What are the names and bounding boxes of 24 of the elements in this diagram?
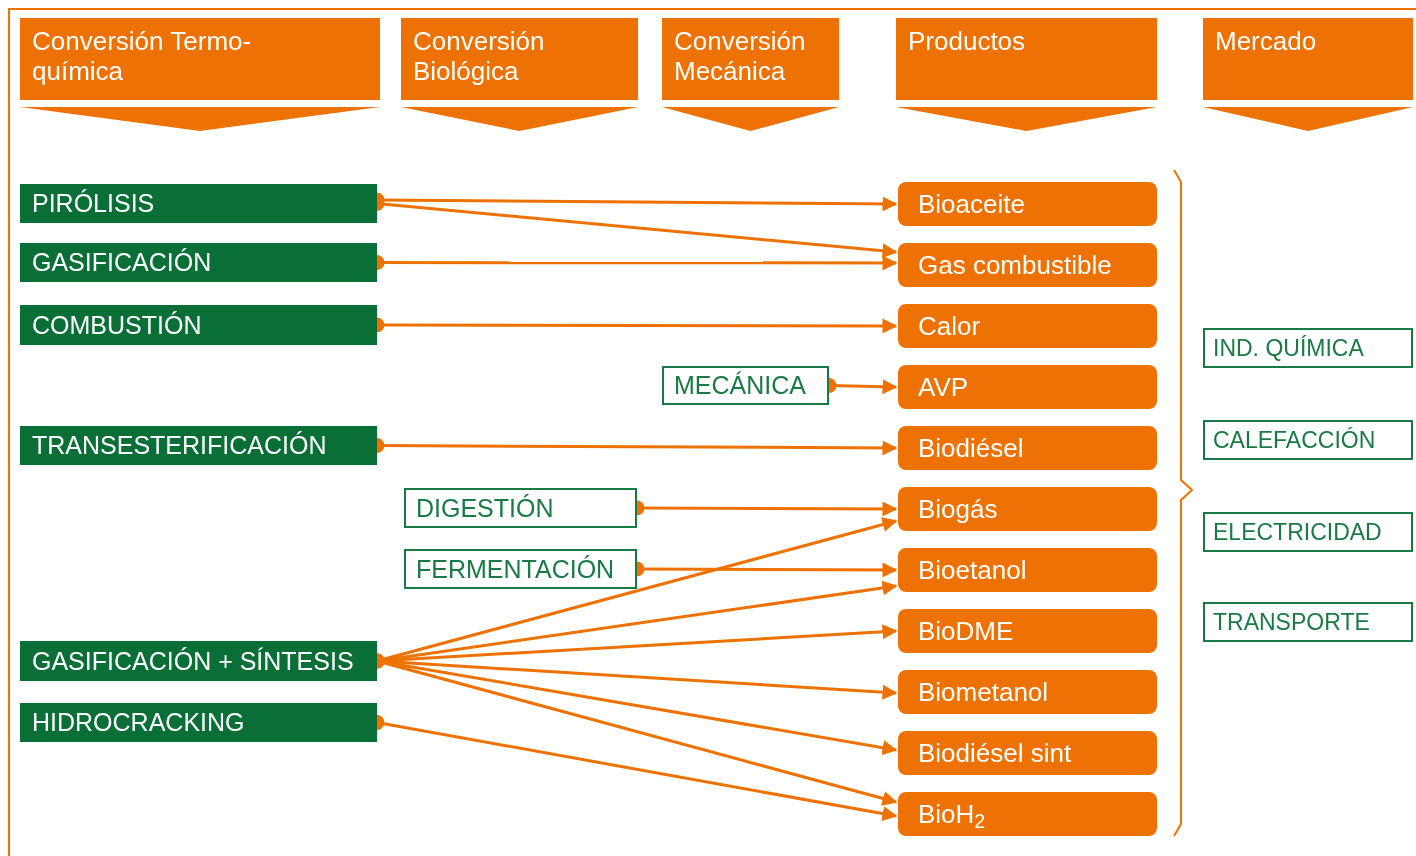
process-box: FERMENTACIÓN <box>404 549 637 589</box>
product-box: Biodiésel <box>898 426 1157 470</box>
process-box: GASIFICACIÓN <box>20 243 377 282</box>
market-box: TRANSPORTE <box>1203 602 1413 642</box>
product-box: BioDME <box>898 609 1157 653</box>
product-box: AVP <box>898 365 1157 409</box>
process-box: HIDROCRACKING <box>20 703 377 742</box>
product-box: Calor <box>898 304 1157 348</box>
process-box: DIGESTIÓN <box>404 488 637 528</box>
market-box: ELECTRICIDAD <box>1203 512 1413 552</box>
product-box: BioH$_{2}$ <box>898 792 1157 836</box>
product-box: Bioetanol <box>898 548 1157 592</box>
process-box: PIRÓLISIS <box>20 184 377 223</box>
process-box: TRANSESTERIFICACIÓN <box>20 426 377 465</box>
market-box: IND. QUÍMICA <box>1203 328 1413 368</box>
process-box: MECÁNICA <box>662 366 829 405</box>
product-box: Bioaceite <box>898 182 1157 226</box>
process-box: GASIFICACIÓN + SÍNTESIS <box>20 641 377 681</box>
market-box: CALEFACCIÓN <box>1203 420 1413 460</box>
product-box: Biodiésel sint <box>898 731 1157 775</box>
product-box: Biometanol <box>898 670 1157 714</box>
product-box: Biogás <box>898 487 1157 531</box>
process-box: COMBUSTIÓN <box>20 305 377 345</box>
product-box: Gas combustible <box>898 243 1157 287</box>
